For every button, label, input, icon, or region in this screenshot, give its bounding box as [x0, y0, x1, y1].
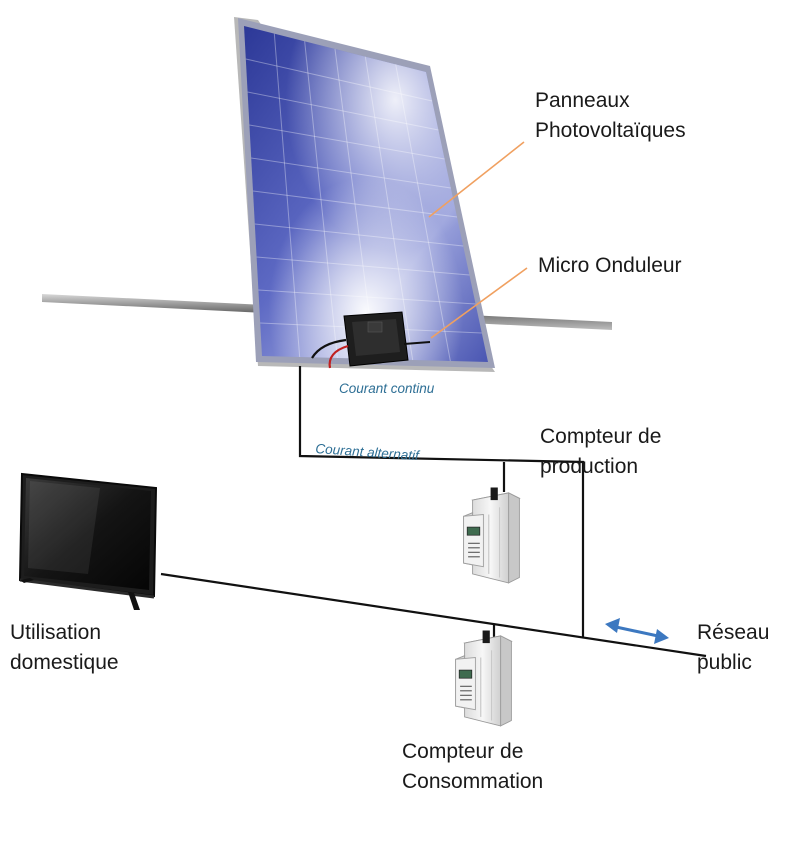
production-meter-icon: [463, 486, 520, 584]
consumption-meter-label: Compteur de Consommation: [402, 740, 544, 793]
domestic-use-label: Utilisation domestique: [10, 621, 119, 674]
wiring: [160, 366, 707, 658]
panel-pointer-line: [428, 141, 525, 218]
bidirectional-arrow-icon: [605, 618, 669, 644]
production-meter-label: Compteur de production: [540, 425, 662, 478]
inverter-label: Micro Onduleur: [538, 254, 682, 277]
solar-panel-icon: [234, 17, 495, 372]
inverter-pointer-line: [430, 267, 528, 339]
panels-label: Panneaux Photovoltaïques: [535, 89, 686, 142]
television-icon: [18, 472, 158, 610]
dc-current-note: Courant continu: [339, 381, 435, 396]
micro-inverter-icon: [311, 311, 431, 369]
consumption-meter-icon: [455, 629, 512, 727]
public-grid-label: Réseau public: [697, 621, 770, 674]
